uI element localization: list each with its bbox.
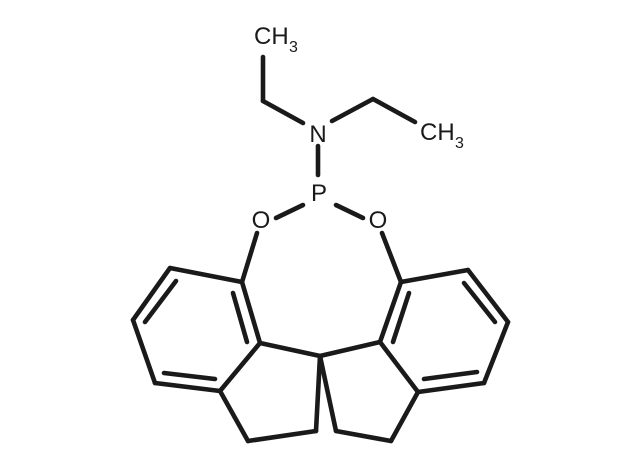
ethyl-bonds	[260, 54, 418, 126]
bond	[152, 380, 223, 394]
bond	[167, 265, 245, 285]
atom-label-ch3-right: CH 3	[420, 119, 464, 152]
bond	[130, 265, 173, 323]
phosphoramidite-bonds	[239, 143, 404, 285]
bond	[317, 353, 339, 434]
bond	[257, 340, 323, 359]
double-bond	[390, 290, 412, 345]
bond	[388, 389, 421, 444]
bond	[481, 319, 511, 386]
right-benzene-ring	[377, 267, 511, 395]
bond	[245, 428, 319, 444]
bond	[217, 388, 251, 444]
bond	[317, 339, 383, 359]
atom-label-ch3-top-sub: 3	[289, 39, 298, 56]
atom-label-p: P	[311, 180, 327, 207]
double-bond	[142, 278, 179, 325]
bond	[217, 340, 263, 394]
bond	[130, 317, 158, 386]
bond-ch2-ch3-right	[370, 96, 418, 125]
bond	[398, 267, 471, 285]
double-bond	[421, 369, 480, 382]
bond-o-left-ring	[239, 230, 260, 285]
bond	[415, 380, 487, 395]
bond-n-ch2-right	[329, 96, 376, 124]
double-bond	[230, 290, 250, 345]
atom-label-ch3-right-main: CH	[420, 119, 455, 146]
bond	[377, 279, 404, 345]
left-benzene-ring	[130, 265, 263, 394]
atom-label-o-left: O	[252, 207, 271, 234]
bond	[465, 267, 511, 325]
bond-ch2-n-left	[260, 98, 306, 126]
bond-o-right-ring	[379, 230, 404, 285]
bond-p-o-left	[273, 202, 306, 221]
bond	[333, 428, 394, 444]
bond	[239, 279, 263, 346]
bond	[313, 353, 323, 434]
atom-label-o-right: O	[369, 207, 388, 234]
bond	[377, 339, 421, 395]
double-bond	[161, 370, 218, 382]
atom-label-ch3-top: CH 3	[254, 23, 298, 56]
atom-label-n: N	[309, 121, 326, 148]
double-bond	[461, 280, 498, 325]
bond-p-o-right	[333, 202, 366, 221]
atom-label-ch3-right-sub: 3	[455, 135, 464, 152]
spiro-rings	[217, 339, 421, 444]
atom-label-ch3-top-main: CH	[254, 23, 289, 50]
